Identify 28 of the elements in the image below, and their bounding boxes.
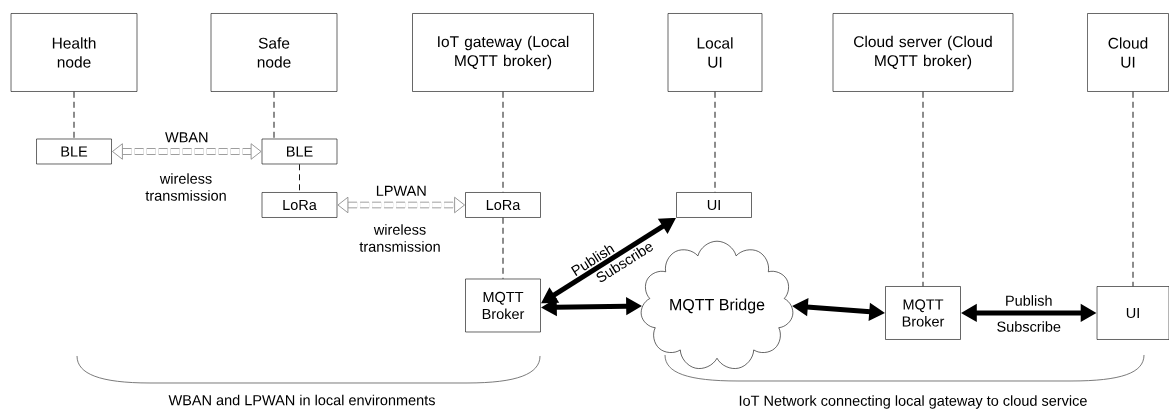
module-box: MQTT Broker [885,286,961,340]
brace-caption: WBAN and LPWAN in local environments [167,393,437,407]
connector-line [922,91,924,287]
component-box: IoT gateway (Local MQTT broker) [412,13,594,92]
component-box: Local UI [667,13,763,92]
component-box: Health node [10,13,138,92]
annotation-text: Subscribe [995,320,1062,333]
component-box: Cloud UI [1087,13,1169,92]
arrow [112,143,262,160]
module-box: MQTT Broker [465,278,541,333]
module-box: UI [1096,286,1169,340]
connector-line [714,91,716,193]
connector-line [273,91,275,140]
component-box: Cloud server (Cloud MQTT broker) [832,13,1014,92]
annotation-text: wireless transmission [135,172,237,202]
arrow [337,196,465,214]
edge-label: WBAN [164,131,210,144]
module-box: UI [676,192,752,218]
edge-label: LPWAN [374,184,428,197]
connector-line [299,163,300,193]
connector-line [502,91,504,193]
connector-line [73,91,75,140]
connector-line [502,217,504,280]
edge-label: Publish [1004,294,1054,307]
component-box: Safe node [210,13,338,92]
brace-caption: IoT Network connecting local gateway to cloud service [737,394,1089,410]
connector-line [1132,91,1134,287]
annotation-text: wireless transmission [349,223,451,253]
